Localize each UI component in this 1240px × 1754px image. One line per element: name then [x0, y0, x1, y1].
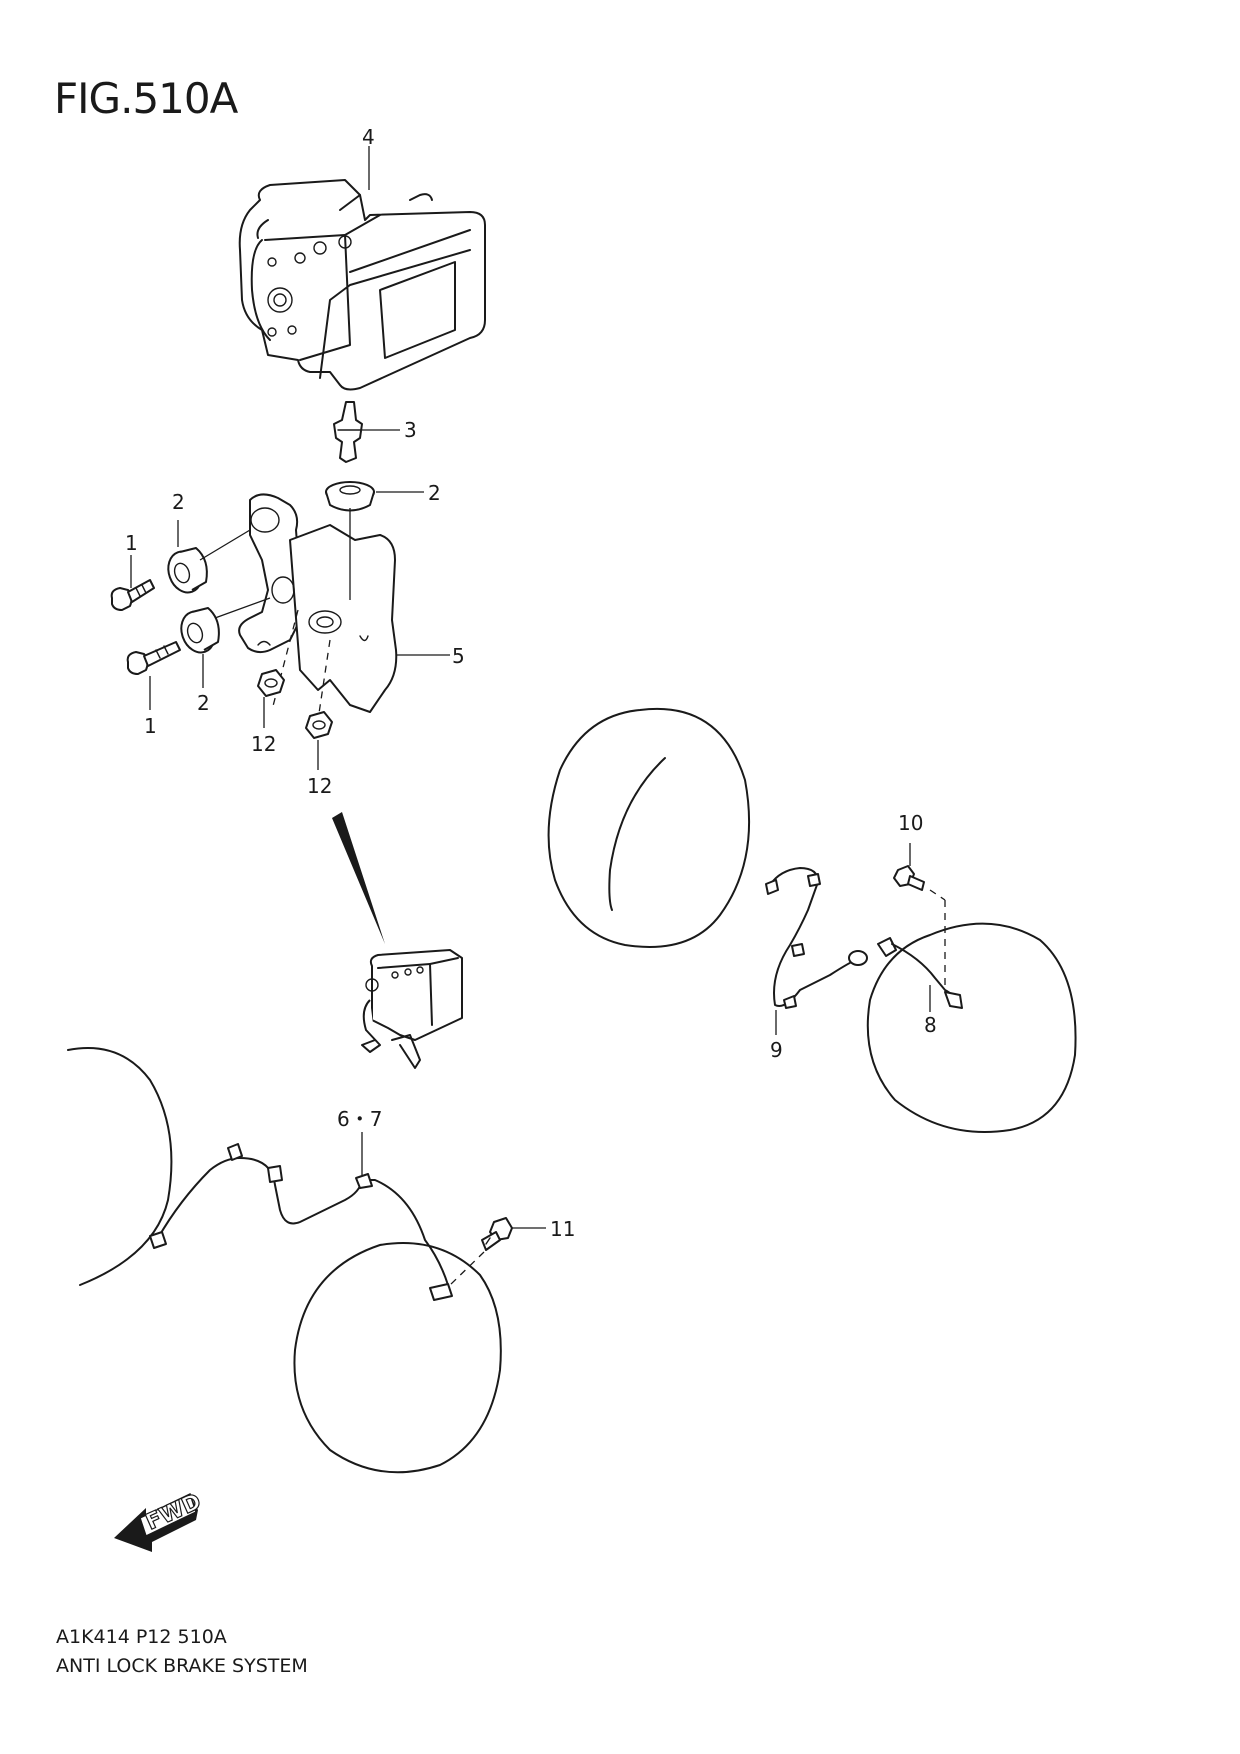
bolt-upper — [110, 579, 155, 611]
callout-2-lower-left: 2 — [197, 691, 210, 715]
front-wheel-left — [67, 1047, 173, 1286]
rear-sensor-bolt — [893, 865, 925, 891]
fwd-arrow-icon: FWD — [114, 1489, 206, 1552]
rear-wheel-left — [547, 707, 751, 948]
cushion-upper-left — [167, 547, 208, 594]
callout-1-upper: 1 — [125, 531, 138, 555]
callout-5: 5 — [452, 644, 465, 668]
front-sensor-bolt — [481, 1217, 513, 1251]
figure-code: A1K414 P12 510A — [56, 1626, 227, 1648]
callout-8: 8 — [924, 1013, 937, 1037]
callout-9: 9 — [770, 1038, 783, 1062]
callout-4: 4 — [362, 125, 375, 149]
callout-11: 11 — [550, 1217, 575, 1241]
bolt-lower — [126, 641, 181, 675]
callout-10: 10 — [898, 811, 923, 835]
figure-title: FIG.510A — [54, 74, 238, 123]
rear-speed-sensor — [877, 937, 963, 1009]
rear-sensor-harness — [765, 867, 868, 1009]
front-sensor-harness — [149, 1143, 453, 1301]
abs-bracket — [238, 493, 398, 713]
callout-2-upper-left: 2 — [172, 490, 185, 514]
callout-12-left: 12 — [251, 732, 276, 756]
figure-name: ANTI LOCK BRAKE SYSTEM — [56, 1655, 308, 1677]
callout-2-right: 2 — [428, 481, 441, 505]
callout-1-lower: 1 — [144, 714, 157, 738]
stud-bolt — [333, 401, 363, 463]
callout-12-right: 12 — [307, 774, 332, 798]
rear-wheel-right — [866, 922, 1077, 1133]
callout-3: 3 — [404, 418, 417, 442]
nut-left — [257, 669, 285, 697]
location-pointer — [332, 812, 385, 944]
front-wheel-right — [293, 1242, 502, 1474]
callout-6-7: 6・7 — [337, 1107, 382, 1131]
nut-right — [305, 711, 333, 739]
abs-location-view — [361, 949, 463, 1069]
abs-hydraulic-unit — [238, 179, 486, 391]
cushion-lower-left — [180, 607, 220, 654]
cushion-top — [325, 481, 375, 512]
